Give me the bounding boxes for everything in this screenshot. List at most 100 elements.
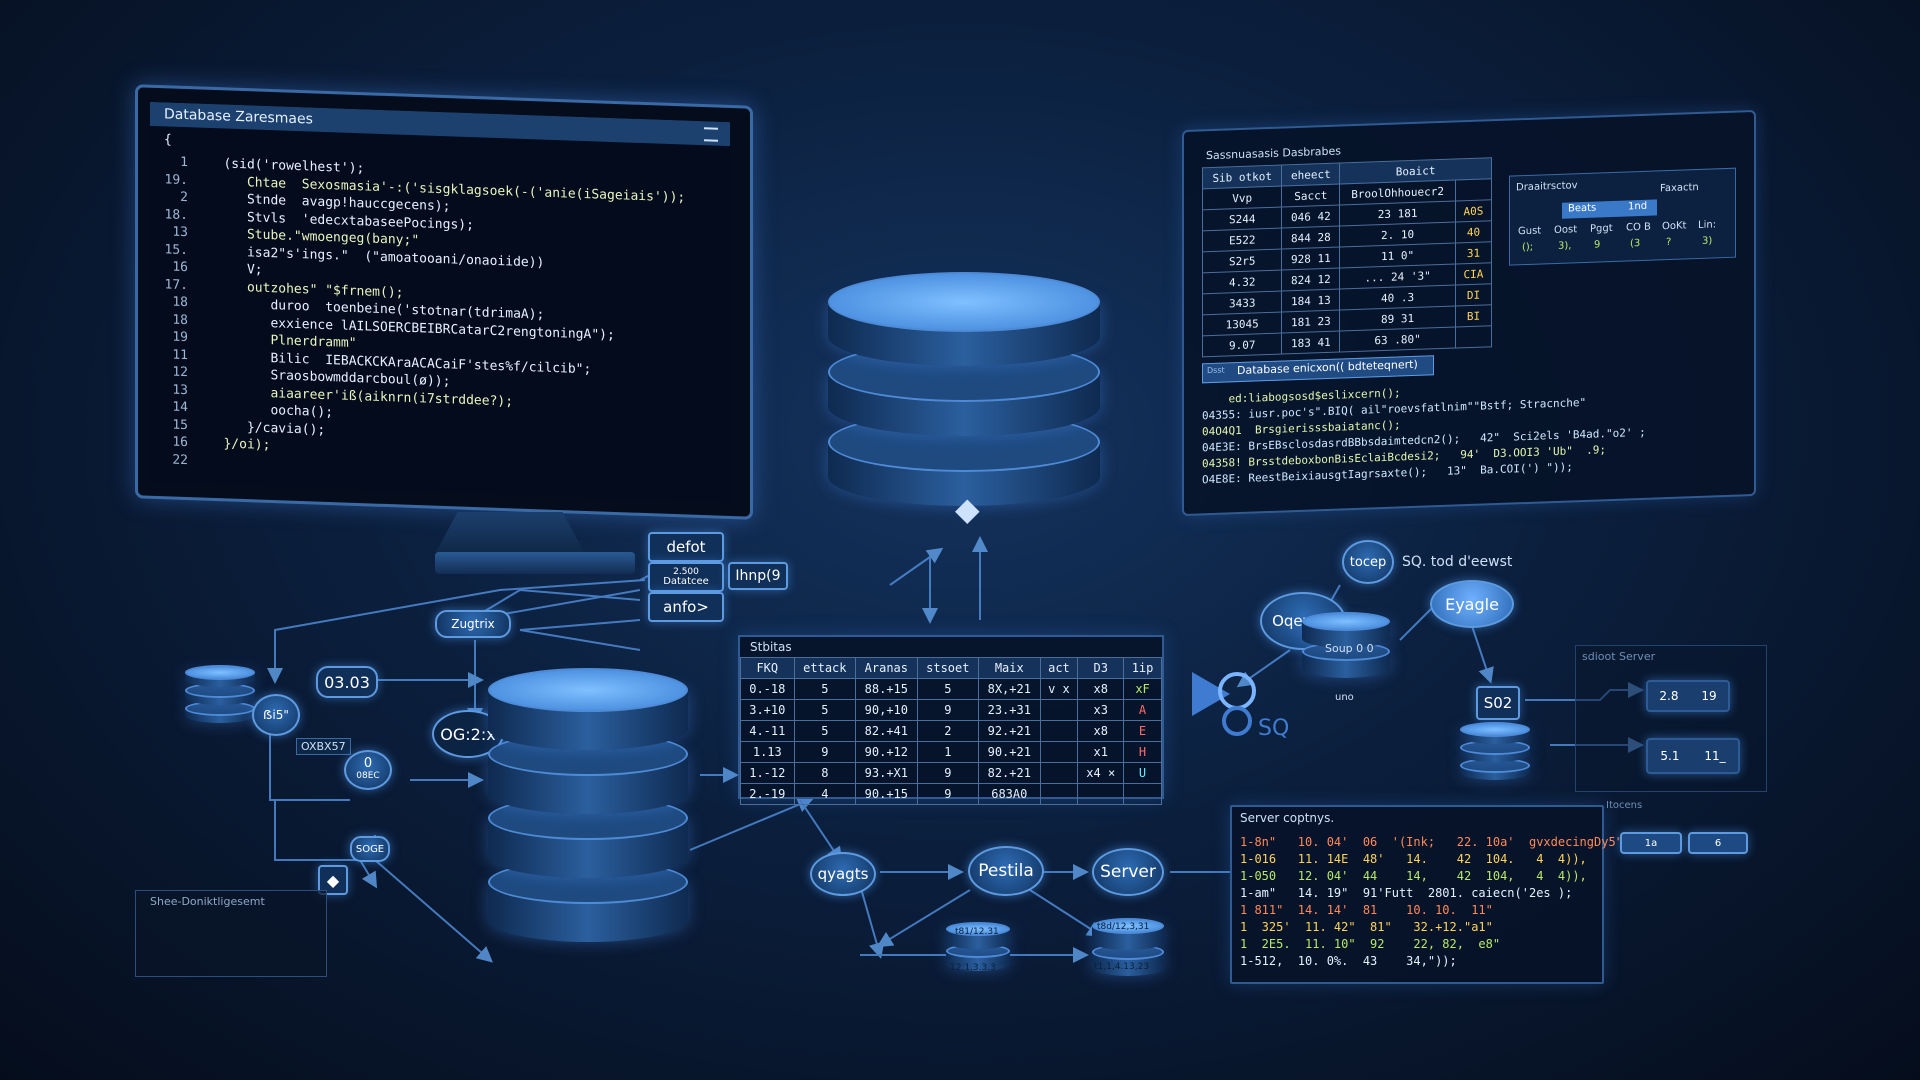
stats-cell: U xyxy=(1123,762,1162,784)
db-table-cell: DI xyxy=(1455,283,1492,306)
code-line-number: 2 xyxy=(180,189,188,206)
stats-cell: 5 xyxy=(916,678,980,700)
left-node-1[interactable]: ẞi5" xyxy=(252,694,300,736)
sq-label: SQ. tod d'eewst xyxy=(1402,554,1513,570)
stats-title: Stbitas xyxy=(750,640,792,654)
value-chip-1[interactable]: 2.8 19 xyxy=(1646,680,1730,712)
mini-tab-2[interactable]: Faxactn xyxy=(1660,181,1699,195)
stats-cell: 92.+21 xyxy=(978,720,1041,742)
stats-cell: 88.+15 xyxy=(855,678,918,700)
sog-node[interactable]: SOGE xyxy=(350,836,390,862)
db-table-header[interactable]: eheect xyxy=(1281,163,1340,187)
editor-menu-icon[interactable] xyxy=(704,127,718,142)
monitor-stand-neck xyxy=(435,512,585,554)
db-table-cell: E522 xyxy=(1202,228,1282,252)
stats-cell: 4.-11 xyxy=(740,720,795,742)
sdioot-server-panel: sdioot Server 2.8 19 5.1 11_ xyxy=(1575,645,1767,792)
stats-cell: 1.-12 xyxy=(740,762,795,784)
s02-box[interactable]: S02 xyxy=(1476,686,1520,720)
code-line-text: }/cavia(); xyxy=(200,418,326,438)
anfo-box[interactable]: anfo> xyxy=(648,592,724,622)
code-line-number: 14 xyxy=(172,399,188,416)
ihnp-box[interactable]: Ihnp(9 xyxy=(728,562,788,590)
mini-tab-1[interactable]: Draaitrsctov xyxy=(1516,180,1578,194)
sheet-panel: Shee-Doniktligesemt xyxy=(135,890,327,977)
code-line-number: 22 xyxy=(172,452,188,468)
eyagle-node[interactable]: Eyagle xyxy=(1430,580,1514,628)
stats-cell: E xyxy=(1123,720,1162,742)
defot-box[interactable]: defot xyxy=(648,532,724,562)
mini-chip-1[interactable]: Beats xyxy=(1568,202,1597,215)
stats-header[interactable]: act xyxy=(1039,657,1079,679)
stats-cell: 82.+41 xyxy=(855,720,918,742)
stats-cell: x8 xyxy=(1077,678,1125,700)
db-table-cell: 13045 xyxy=(1202,312,1282,336)
stats-cell: xF xyxy=(1123,678,1162,700)
editor-brace: { xyxy=(164,132,172,148)
stats-header[interactable]: FKQ xyxy=(740,657,795,679)
server-node[interactable]: Server xyxy=(1092,848,1164,896)
console-line: 1 2E5. 11. 10" 92 22, 82, e8" xyxy=(1240,937,1501,951)
stats-cell: x4 × xyxy=(1077,762,1125,784)
stats-header[interactable]: Aranas xyxy=(855,657,918,679)
pestila-node[interactable]: Pestila xyxy=(968,846,1044,896)
stats-cell: 5 xyxy=(793,720,857,742)
datatcee-box[interactable]: 2.500 Datatcee xyxy=(648,562,724,592)
stats-cell xyxy=(1077,783,1125,805)
code-line-number: 16 xyxy=(172,259,188,276)
db-table-cell: BI xyxy=(1455,304,1492,327)
monitor-stand-base xyxy=(435,552,635,574)
stats-cell: x8 xyxy=(1077,720,1125,742)
stats-cell: 5 xyxy=(793,678,857,700)
db-table-cell xyxy=(1455,325,1492,348)
stats-header[interactable]: D3 xyxy=(1077,657,1125,679)
mini-panel: Draaitrsctov Faxactn Beats 1nd Gust();Oo… xyxy=(1509,167,1736,266)
stats-cell: 5 xyxy=(793,699,857,721)
left-node-2[interactable]: 0 08EC xyxy=(344,750,392,790)
stats-cell: 82.+21 xyxy=(978,762,1041,784)
console-line: 1 811" 14. 14' 81 10. 10. 11" xyxy=(1240,903,1493,917)
sq-text: SQ xyxy=(1258,716,1290,741)
stats-cell: 23.+31 xyxy=(978,699,1041,721)
db-layer-top xyxy=(1092,918,1164,934)
stats-header[interactable]: ettack xyxy=(793,657,857,679)
db-table-cell: 824 12 xyxy=(1281,268,1340,292)
value-chip-2[interactable]: 5.1 11_ xyxy=(1646,738,1740,774)
stats-cell: 90.+12 xyxy=(855,741,918,763)
value-chip-2-b: 11_ xyxy=(1704,749,1726,763)
stats-header[interactable]: 1ip xyxy=(1123,657,1162,679)
stats-cell: 8 xyxy=(793,762,857,784)
token-chip-1[interactable]: 1a xyxy=(1620,832,1682,854)
qyagts-node[interactable]: qyagts xyxy=(810,852,876,896)
datatcee-top: 2.500 xyxy=(673,567,699,577)
stats-header[interactable]: stsoet xyxy=(916,657,980,679)
tocep-node[interactable]: tocep xyxy=(1342,540,1394,584)
code-line-number: 19. xyxy=(164,171,188,188)
db-table-cell: 928 11 xyxy=(1281,247,1340,271)
stats-cell: v x xyxy=(1039,678,1079,700)
query-bar[interactable]: Dsst Database enicxon(( bdteteqnert) xyxy=(1202,355,1434,384)
value-box[interactable]: 03.03 xyxy=(316,666,378,698)
code-line-number: 19 xyxy=(172,329,188,346)
mini-chip-2[interactable]: 1nd xyxy=(1628,200,1648,213)
console-line: 1-512, 10. 0%. 43 34,")); xyxy=(1240,954,1457,968)
zugtrix-node[interactable]: Zugtrix xyxy=(435,610,511,638)
small-db-label: t1,1,4.13,23 xyxy=(1094,962,1150,972)
stats-cell xyxy=(1039,741,1079,763)
db-table-header[interactable]: Sib otkot xyxy=(1202,165,1282,189)
token-chip-2[interactable]: 6 xyxy=(1688,832,1748,854)
db-table-cell: 181 23 xyxy=(1281,310,1340,334)
stats-header[interactable]: Maix xyxy=(978,657,1041,679)
stats-cell: 9 xyxy=(793,741,857,763)
server-console: Server coptnys. 1-8n" 10. 04' 06 '(Ink; … xyxy=(1230,805,1623,984)
sq-ring-icon xyxy=(1218,672,1256,710)
